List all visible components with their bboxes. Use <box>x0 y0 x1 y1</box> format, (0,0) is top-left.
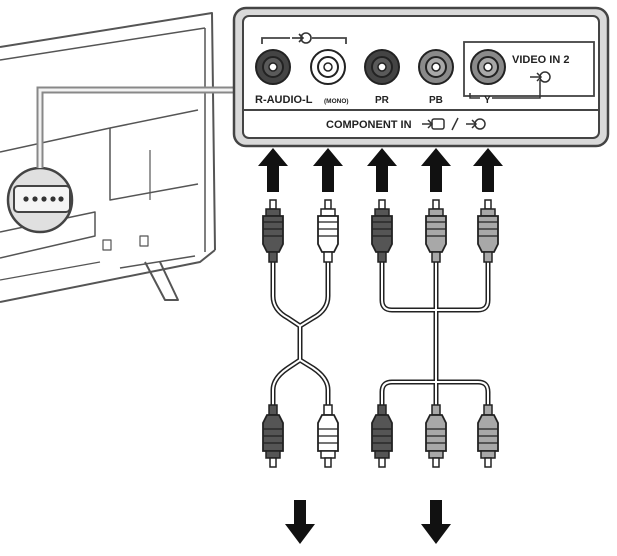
jack-y <box>470 49 506 85</box>
component-icon <box>422 117 486 131</box>
connector-panel <box>232 6 610 148</box>
plugs-bottom <box>262 404 499 468</box>
pr-label: PR <box>375 95 390 106</box>
up-arrow-icon-2 <box>313 148 343 192</box>
video-input-icon <box>530 71 551 83</box>
jack-audio-r <box>255 49 291 85</box>
zoom-indicator <box>6 86 238 234</box>
component-in-label: COMPONENT IN <box>326 119 412 131</box>
plug-top-1 <box>262 199 284 263</box>
up-arrow-icon-4 <box>421 148 451 192</box>
up-arrow-icon-1 <box>258 148 288 192</box>
jack-pr <box>364 49 400 85</box>
mono-label: (MONO) <box>324 98 349 105</box>
jack-pb <box>418 49 454 85</box>
plug-bottom-video-1 <box>371 404 393 468</box>
plug-bottom-video-2 <box>425 404 447 468</box>
plug-top-2 <box>317 199 339 263</box>
audio-label: R-AUDIO-L <box>255 94 313 106</box>
cables <box>270 259 491 408</box>
panel-jacks <box>255 49 506 85</box>
y-bracket <box>469 80 541 99</box>
down-arrows <box>285 500 451 544</box>
y-label: Y <box>484 95 491 106</box>
plug-top-5 <box>477 199 499 263</box>
jack-audio-l <box>310 49 346 85</box>
input-arrow-icon <box>290 31 312 45</box>
tv-body <box>0 12 216 303</box>
down-arrow-icon-audio <box>285 500 315 544</box>
pb-label: PB <box>429 95 443 106</box>
up-arrows <box>258 148 503 192</box>
plug-bottom-audio-1 <box>262 404 284 468</box>
plug-bottom-audio-2 <box>317 404 339 468</box>
plug-top-4 <box>425 199 447 263</box>
plug-bottom-video-3 <box>477 404 499 468</box>
plugs-top <box>262 199 499 263</box>
video-in-label: VIDEO IN 2 <box>512 54 569 66</box>
down-arrow-icon-video <box>421 500 451 544</box>
up-arrow-icon-5 <box>473 148 503 192</box>
plug-top-3 <box>371 199 393 263</box>
up-arrow-icon-3 <box>367 148 397 192</box>
